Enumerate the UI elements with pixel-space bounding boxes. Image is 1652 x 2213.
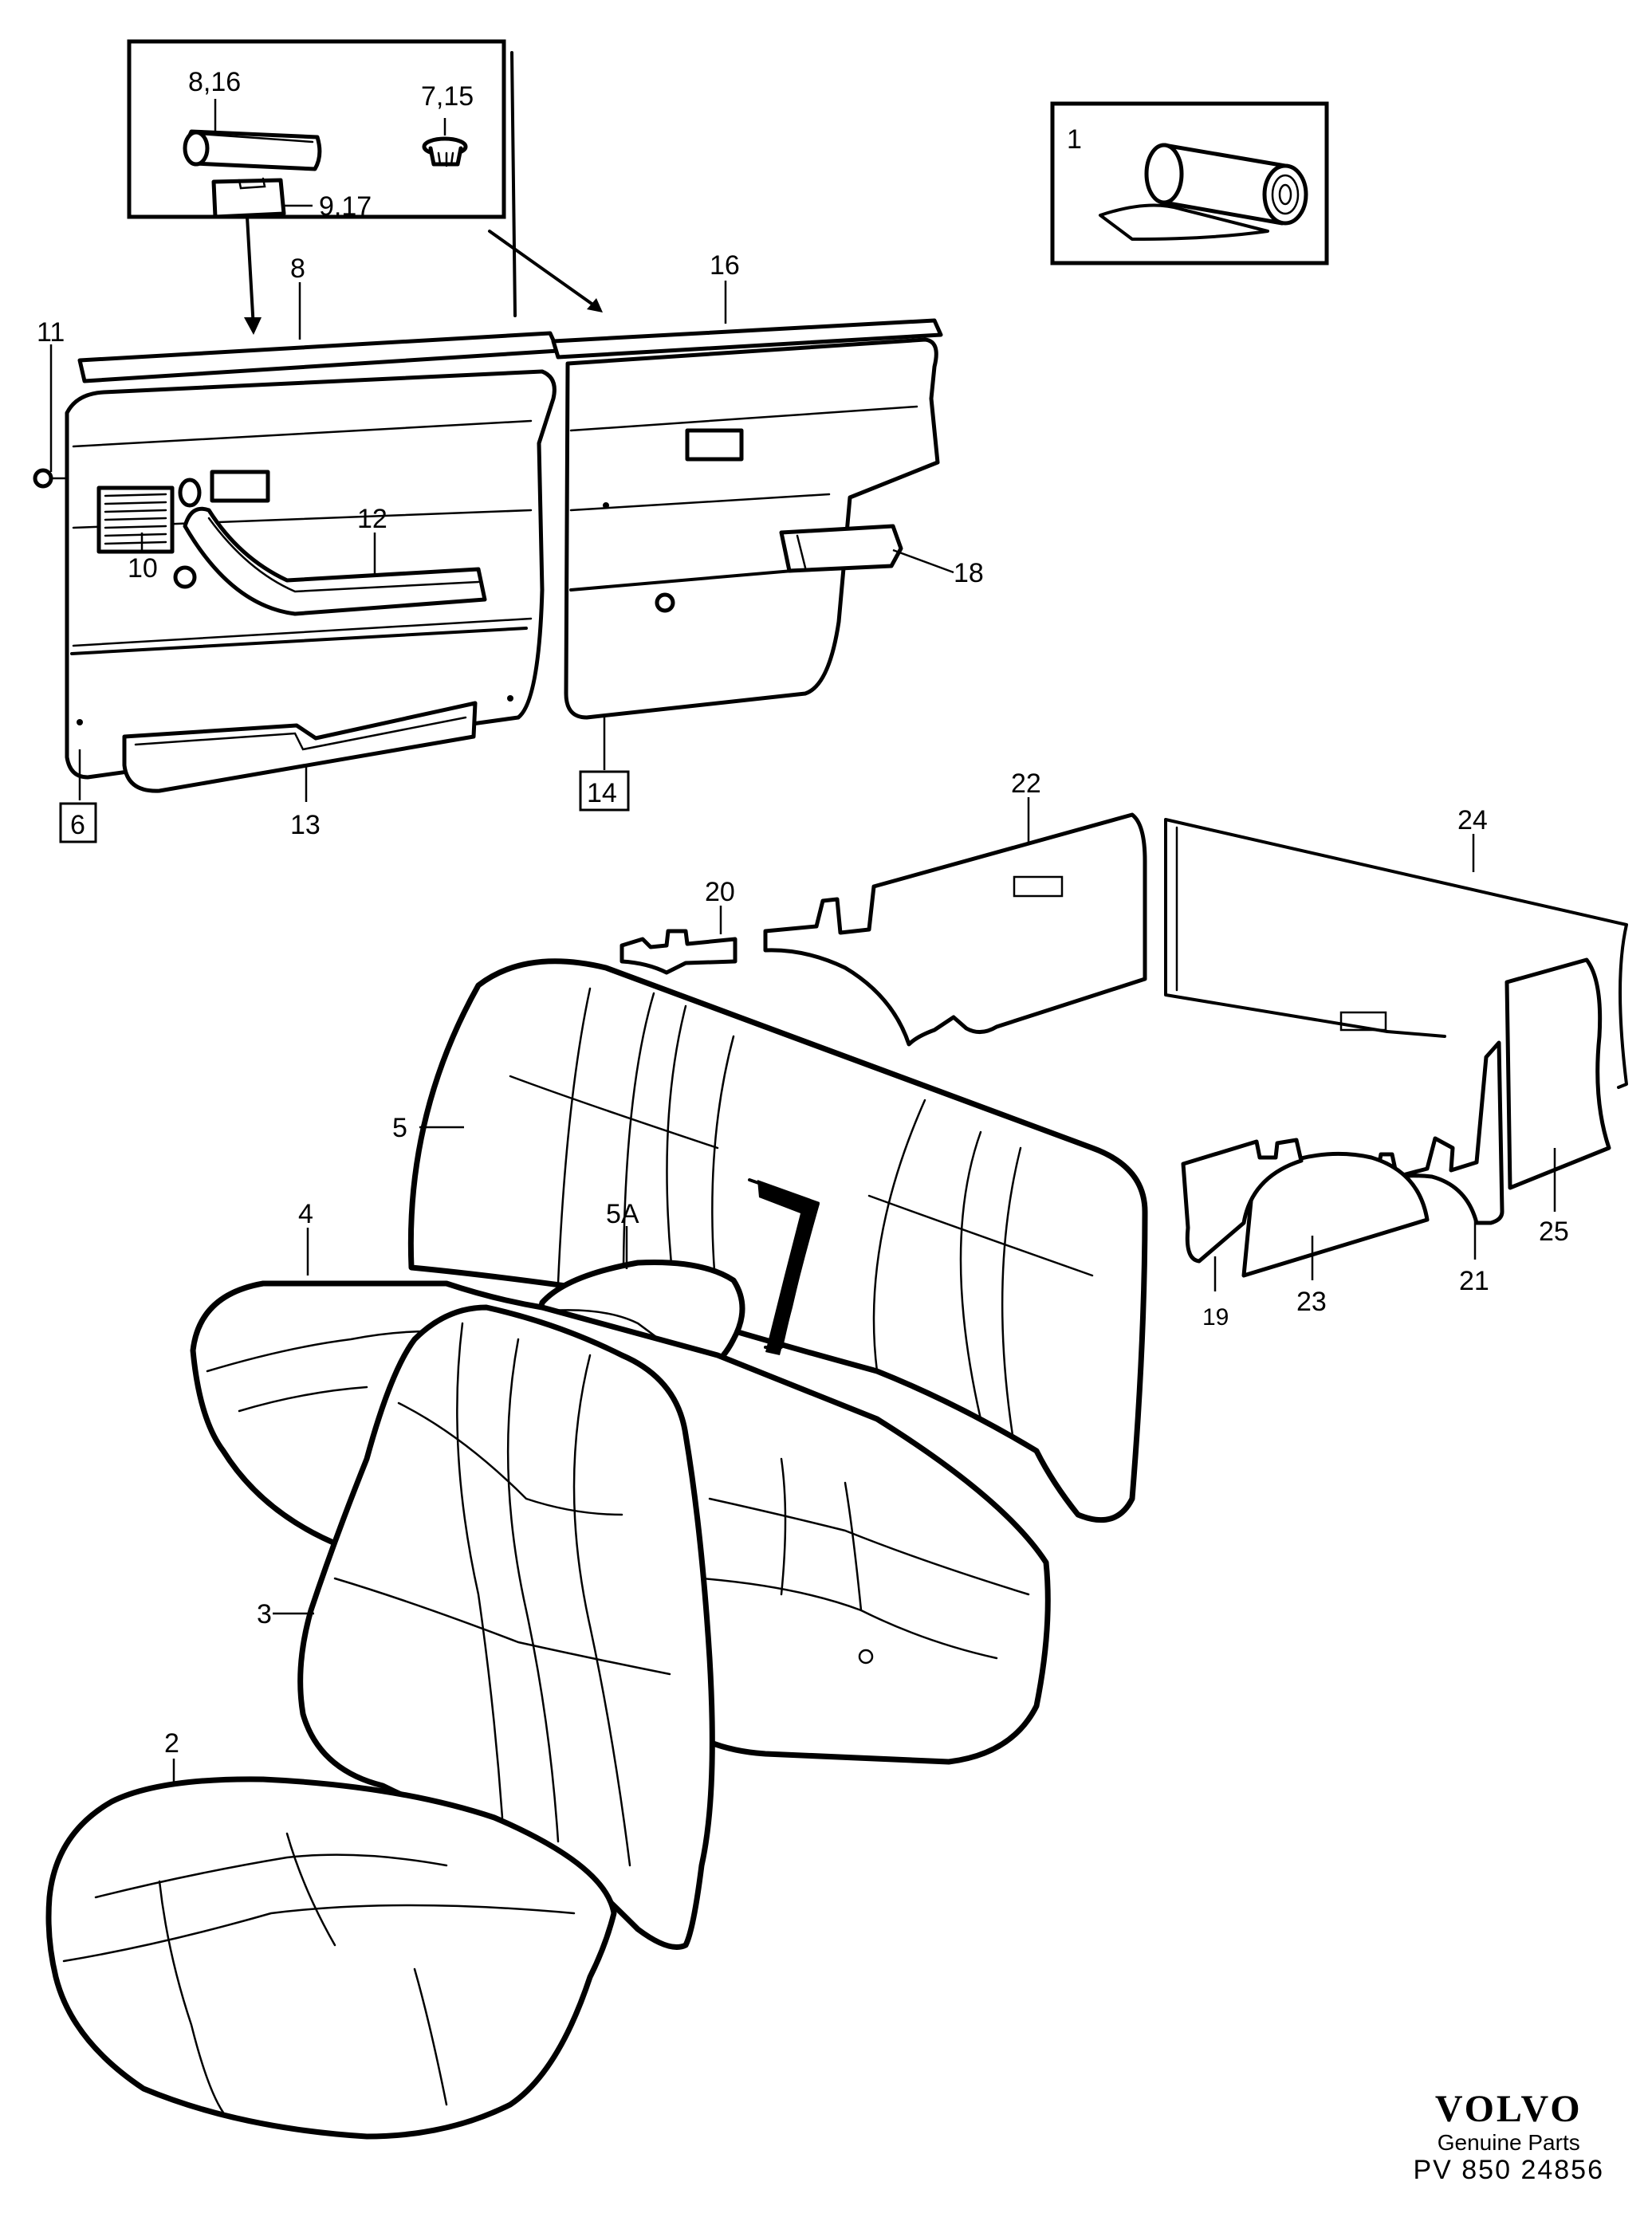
callout-22: 22 bbox=[1011, 768, 1041, 799]
callout-6-boxed: 6 bbox=[59, 802, 97, 843]
callout-1: 1 bbox=[1067, 124, 1082, 155]
material-roll-box bbox=[1050, 101, 1329, 265]
callout-8: 8 bbox=[290, 254, 305, 284]
callout-16: 16 bbox=[710, 250, 740, 281]
callout-18: 18 bbox=[954, 558, 984, 588]
rear-door-panel bbox=[551, 318, 943, 720]
callout-6: 6 bbox=[70, 810, 85, 840]
rear-trim-panels bbox=[620, 812, 1628, 1278]
callout-25: 25 bbox=[1539, 1217, 1569, 1247]
drawing-code: PV 850 24856 bbox=[1413, 2155, 1604, 2185]
callout-8-16: 8,16 bbox=[188, 67, 241, 97]
callout-5a: 5A bbox=[606, 1199, 639, 1229]
front-armrest bbox=[183, 506, 487, 616]
trim-strip-detail bbox=[183, 129, 322, 171]
callout-24: 24 bbox=[1457, 805, 1488, 835]
speaker-grille bbox=[96, 485, 175, 554]
panel-19 bbox=[1181, 1138, 1304, 1264]
callout-19: 19 bbox=[1202, 1304, 1229, 1331]
panel-20 bbox=[620, 929, 738, 975]
callout-7-15: 7,15 bbox=[421, 81, 474, 112]
callout-labels: 8,16 7,15 9,17 1 8 16 11 12 10 18 13 6 1… bbox=[37, 67, 1569, 1759]
inset-arrows bbox=[244, 51, 603, 335]
callout-12: 12 bbox=[357, 504, 387, 534]
door-pocket bbox=[122, 701, 478, 793]
volvo-branding: VOLVO Genuine Parts PV 850 24856 bbox=[1413, 2088, 1604, 2185]
detail-inset bbox=[127, 39, 506, 219]
rear-armrest bbox=[779, 524, 903, 573]
callout-5: 5 bbox=[392, 1113, 407, 1143]
callout-9-17: 9,17 bbox=[319, 191, 372, 222]
callout-14-boxed: 14 bbox=[579, 770, 630, 812]
brand-subtitle: Genuine Parts bbox=[1437, 2130, 1580, 2155]
callout-14: 14 bbox=[587, 778, 617, 808]
cover-detail bbox=[211, 177, 286, 219]
callout-10: 10 bbox=[128, 553, 158, 584]
callout-21: 21 bbox=[1459, 1266, 1489, 1296]
panel-25 bbox=[1504, 957, 1611, 1190]
callout-23: 23 bbox=[1296, 1287, 1327, 1317]
callout-2: 2 bbox=[164, 1728, 179, 1759]
callout-13: 13 bbox=[290, 810, 321, 840]
callout-11: 11 bbox=[37, 317, 65, 348]
clip-detail bbox=[422, 136, 468, 167]
front-seat-backrest bbox=[297, 1304, 715, 1950]
front-door-panel bbox=[33, 331, 560, 793]
callout-3: 3 bbox=[257, 1599, 272, 1629]
front-seat-cushion bbox=[45, 1776, 617, 2140]
callout-4: 4 bbox=[298, 1199, 313, 1229]
volvo-logo: VOLVO bbox=[1434, 2088, 1583, 2130]
callout-20: 20 bbox=[705, 877, 735, 907]
leader-lines bbox=[49, 281, 1556, 1783]
panel-22 bbox=[763, 812, 1147, 1047]
